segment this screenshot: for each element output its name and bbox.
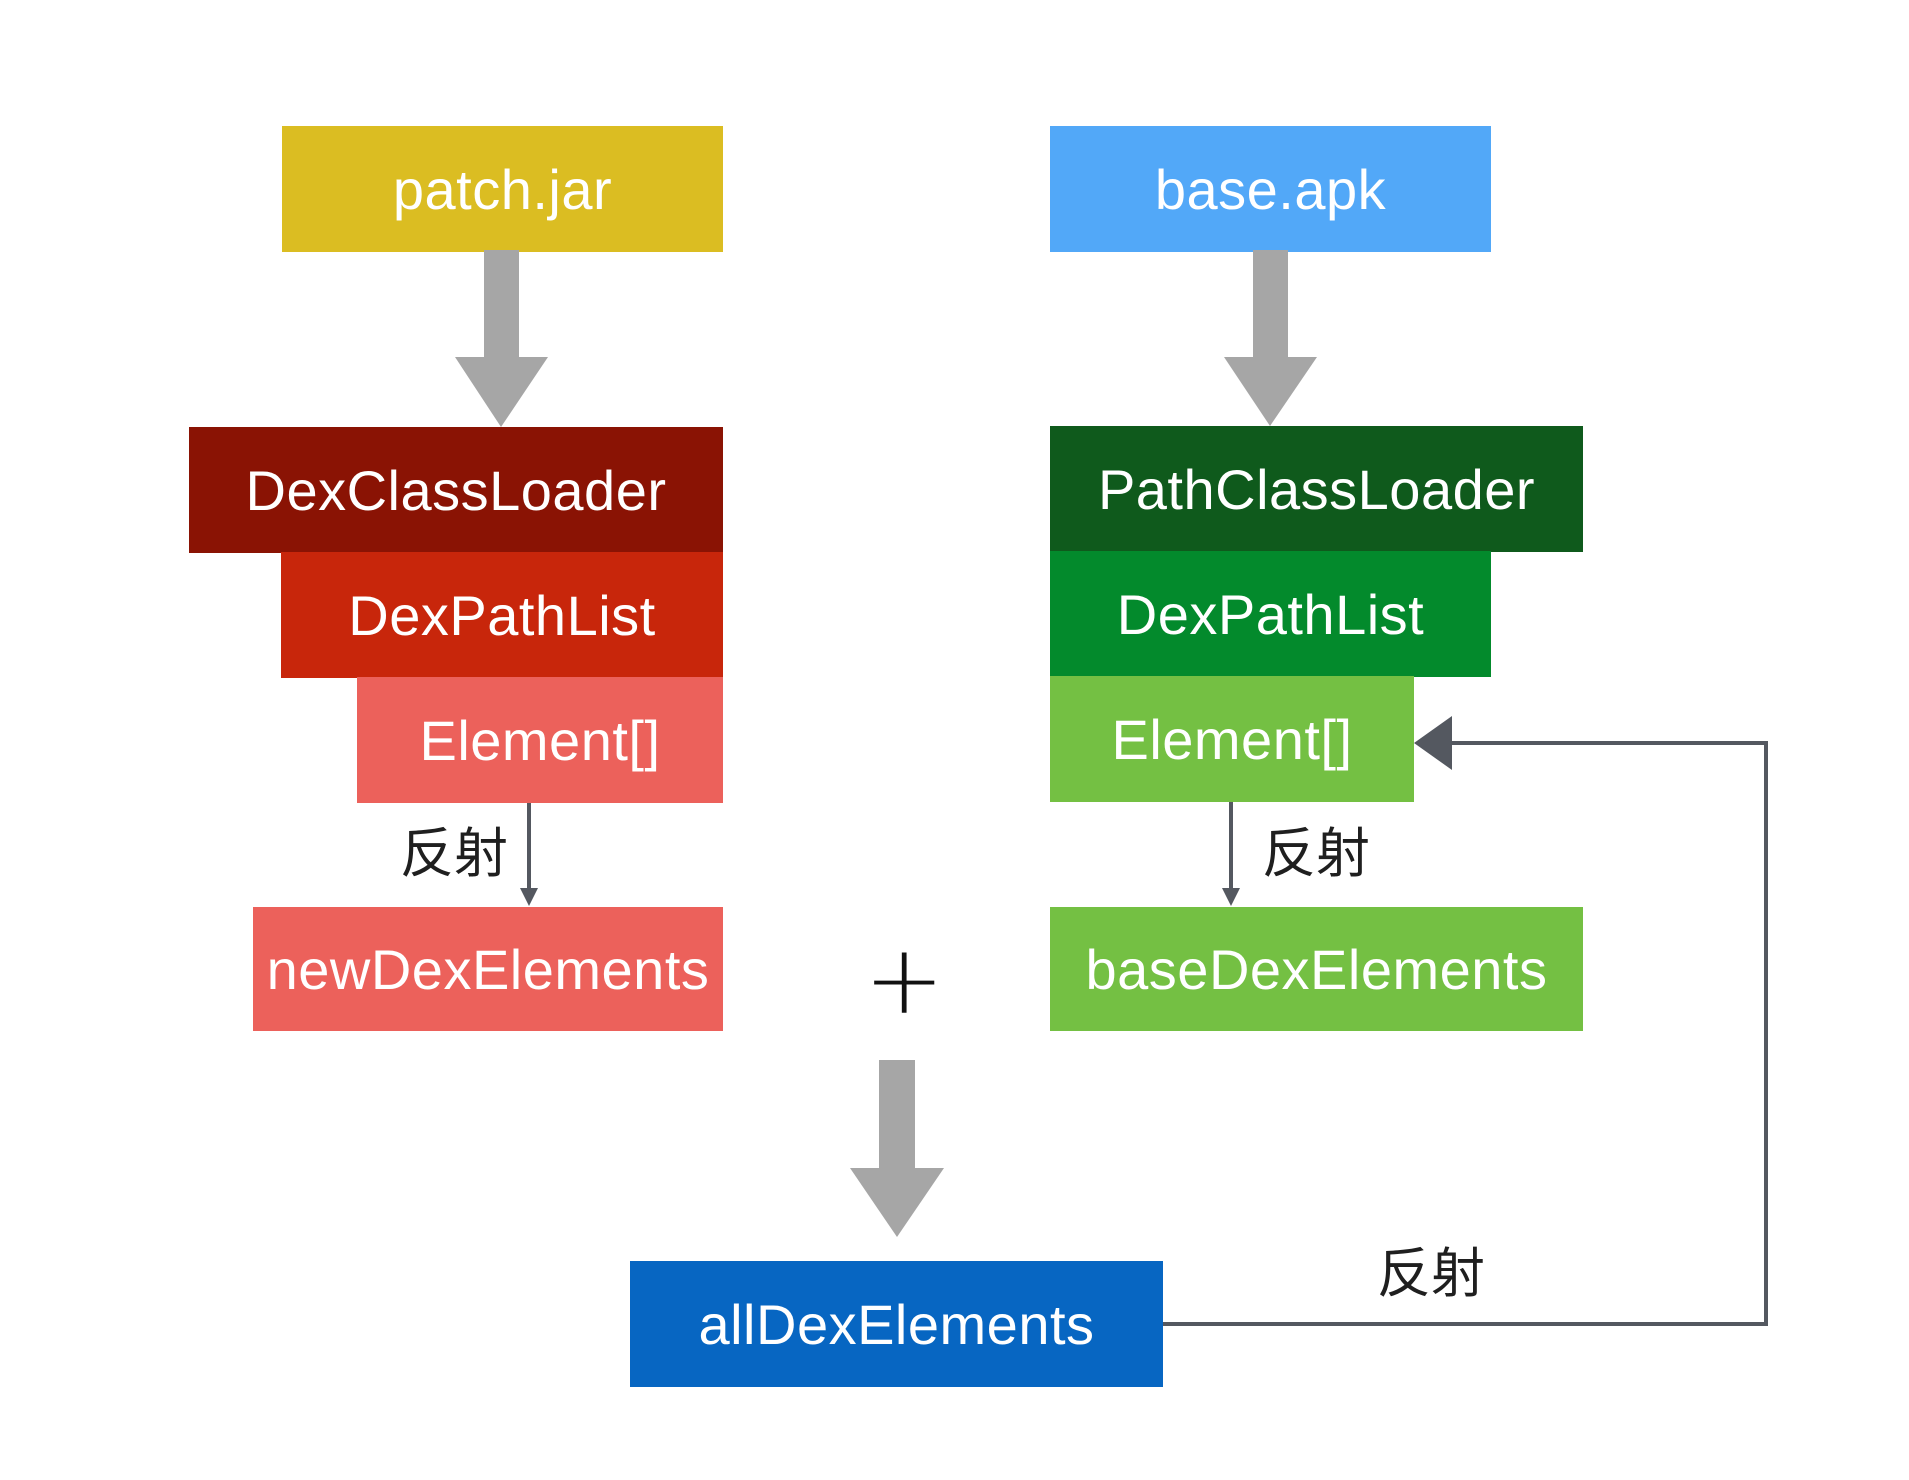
reflect-label-right: 反射	[1262, 822, 1370, 885]
all-dex-elements-box: allDexElements	[630, 1261, 1163, 1387]
big-arrow-right	[1224, 250, 1317, 426]
path-class-loader-label: PathClassLoader	[1097, 457, 1536, 521]
dex-path-list-left-label: DexPathList	[348, 583, 656, 647]
reflect-label-bottom: 反射	[1377, 1242, 1485, 1305]
thin-arrow-left	[520, 803, 538, 906]
new-dex-elements-box: newDexElements	[253, 907, 723, 1031]
element-array-left-label: Element[]	[419, 708, 661, 772]
dex-path-list-left-box: DexPathList	[281, 552, 723, 678]
base-apk-label: base.apk	[1154, 157, 1387, 221]
plus-sign: +	[864, 924, 945, 1036]
base-apk-box: base.apk	[1050, 126, 1491, 252]
dex-path-list-right-label: DexPathList	[1116, 582, 1425, 646]
element-array-left-box: Element[]	[357, 677, 723, 803]
reflect-label-left: 反射	[400, 822, 508, 885]
dex-path-list-right-box: DexPathList	[1050, 551, 1491, 677]
big-arrow-combine	[850, 1060, 944, 1237]
all-dex-elements-label: allDexElements	[698, 1292, 1095, 1356]
thin-arrow-right	[1222, 802, 1240, 906]
patch-jar-box: patch.jar	[282, 126, 723, 252]
patch-jar-label: patch.jar	[392, 157, 613, 221]
path-class-loader-box: PathClassLoader	[1050, 426, 1583, 552]
base-dex-elements-label: baseDexElements	[1085, 937, 1548, 1001]
dex-class-loader-label: DexClassLoader	[245, 458, 667, 522]
dex-class-loader-box: DexClassLoader	[189, 427, 723, 553]
element-array-right-box: Element[]	[1050, 676, 1414, 802]
element-array-right-label: Element[]	[1111, 707, 1353, 771]
base-dex-elements-box: baseDexElements	[1050, 907, 1583, 1031]
big-arrow-left	[455, 250, 548, 427]
new-dex-elements-label: newDexElements	[266, 937, 710, 1001]
